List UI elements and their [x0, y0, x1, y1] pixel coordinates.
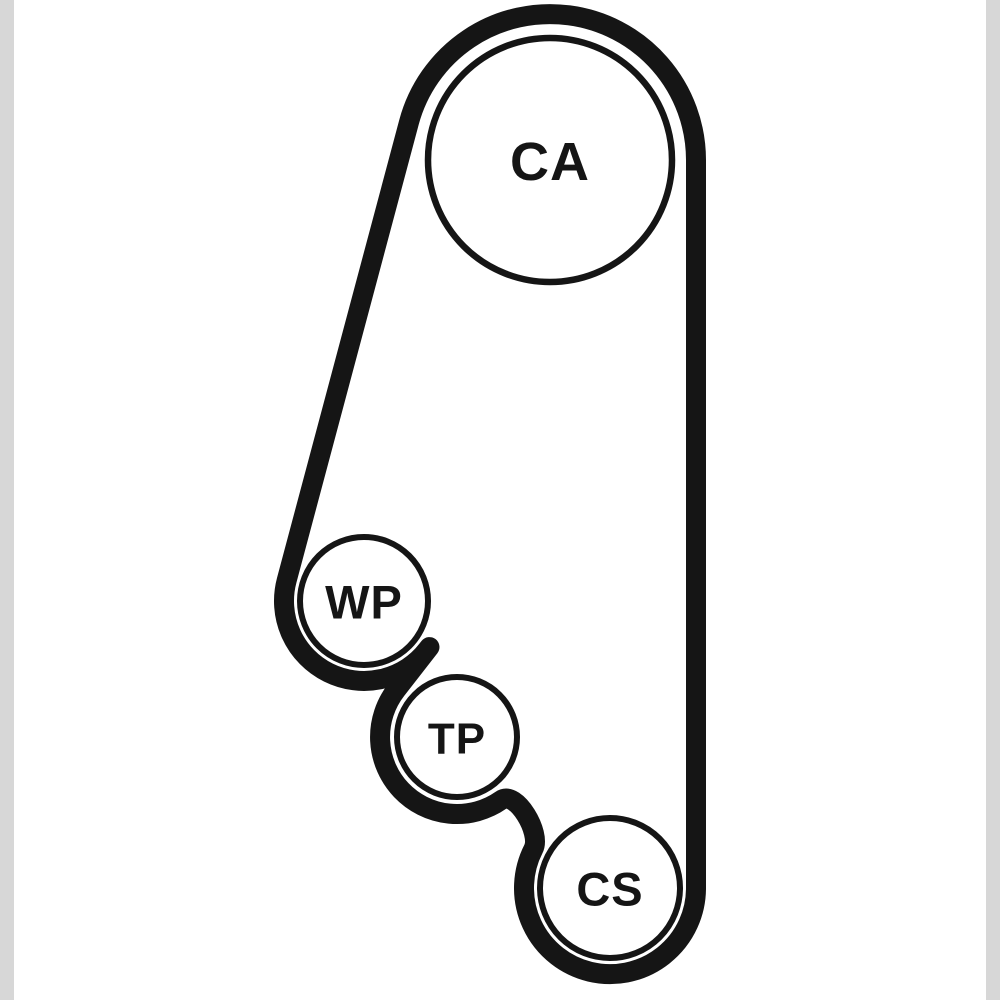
- right-edge-bar: [986, 0, 1000, 1000]
- pulley-water-pump-circle: [297, 534, 431, 668]
- pulley-camshaft-circle: [424, 34, 676, 286]
- pulley-tensioner-circle: [394, 674, 520, 800]
- left-edge-bar: [0, 0, 14, 1000]
- pulley-water-pump-label: WP: [325, 575, 403, 628]
- pulley-camshaft-label: CA: [510, 132, 590, 192]
- pulley-tensioner-label: TP: [428, 714, 486, 763]
- pulley-crankshaft-label: CS: [576, 862, 643, 915]
- pulley-crankshaft-circle: [537, 815, 683, 961]
- timing-belt-path: [274, 4, 706, 985]
